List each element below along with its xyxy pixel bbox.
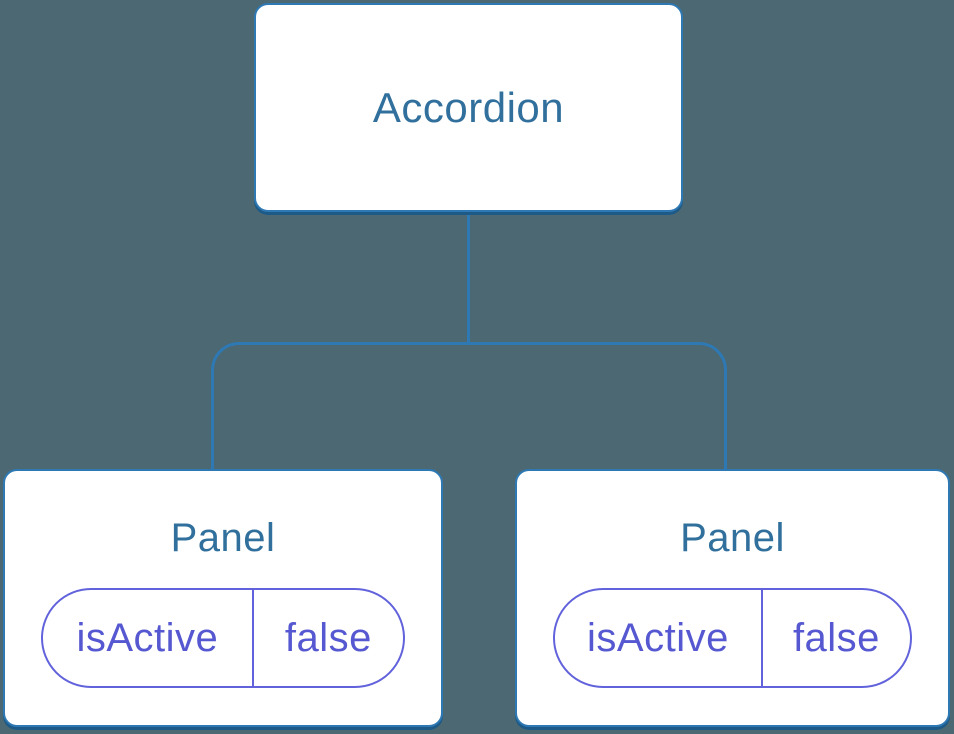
state-pill-left: isActive false xyxy=(41,588,405,688)
tree-node-panel-right: Panel isActive false xyxy=(515,469,950,727)
connector-root-stem-line xyxy=(467,210,470,344)
state-value-right: false xyxy=(760,590,910,686)
node-title-panel-left: Panel xyxy=(170,516,276,560)
state-pill-right: isActive false xyxy=(553,588,912,688)
node-title-accordion: Accordion xyxy=(372,83,565,131)
tree-node-accordion: Accordion xyxy=(254,3,683,212)
state-key-right: isActive xyxy=(587,615,729,660)
state-value-left: false xyxy=(251,590,403,686)
node-title-panel-right: Panel xyxy=(680,516,785,560)
state-key-left: isActive xyxy=(76,615,219,660)
tree-node-panel-left: Panel isActive false xyxy=(3,469,443,727)
connector-branch-line xyxy=(211,342,727,470)
